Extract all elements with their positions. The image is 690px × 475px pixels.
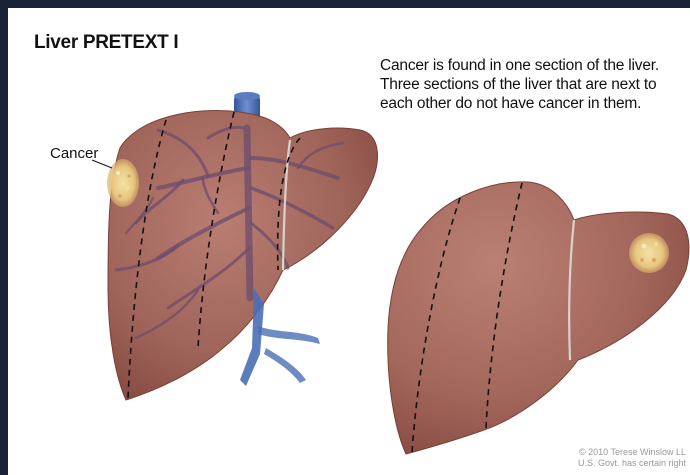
left-tumor bbox=[107, 159, 139, 207]
caption-line: Three sections of the liver that are nex… bbox=[380, 75, 680, 94]
diagram-frame: Liver PRETEXT I Cancer is found in one s… bbox=[8, 8, 690, 475]
left-liver bbox=[92, 92, 377, 400]
diagram-title: Liver PRETEXT I bbox=[34, 32, 178, 54]
copyright-line: U.S. Govt. has certain right bbox=[578, 458, 686, 469]
caption-line: Cancer is found in one section of the li… bbox=[380, 56, 680, 75]
right-liver-body bbox=[388, 182, 689, 454]
caption: Cancer is found in one section of the li… bbox=[380, 56, 680, 113]
right-tumor bbox=[629, 233, 669, 273]
copyright-line: © 2010 Terese Winslow LL bbox=[578, 447, 686, 458]
caption-line: each other do not have cancer in them. bbox=[380, 94, 680, 113]
right-liver bbox=[388, 182, 689, 454]
copyright-notice: © 2010 Terese Winslow LL U.S. Govt. has … bbox=[578, 447, 686, 469]
cancer-label: Cancer bbox=[50, 145, 98, 162]
